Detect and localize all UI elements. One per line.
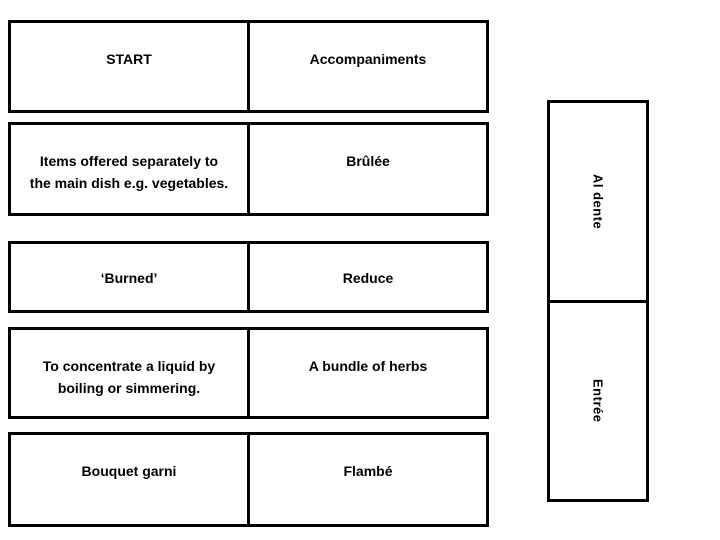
card-accompaniments: Accompaniments	[247, 23, 486, 110]
card-row-4: To concentrate a liquid by boiling or si…	[8, 327, 489, 419]
card-definition-accompaniments: Items offered separately to the main dis…	[29, 153, 229, 191]
side-card-entree-label: Entrée	[590, 379, 606, 423]
card-bouquet-garni: Bouquet garni	[81, 463, 177, 479]
side-card-al-dente: Al dente	[550, 103, 646, 300]
card-bundle-of-herbs: A bundle of herbs	[247, 330, 486, 416]
card-row-3: ‘Burned’ Reduce	[8, 241, 489, 313]
card-brulee: Brûlée	[247, 125, 486, 213]
side-card-al-dente-label: Al dente	[590, 173, 606, 229]
card-row-5: Bouquet garni Flambé	[8, 432, 489, 527]
card-reduce: Reduce	[247, 244, 486, 310]
side-card-entree: Entrée	[550, 299, 646, 500]
side-card-column: Al dente Entrée	[547, 100, 649, 502]
card-row-1: START Accompaniments	[8, 20, 489, 113]
card-start: START	[106, 51, 152, 67]
card-flambe: Flambé	[247, 435, 486, 524]
card-row-2: Items offered separately to the main dis…	[8, 122, 489, 216]
card-definition-burned: ‘Burned’	[100, 270, 158, 286]
card-definition-reduce: To concentrate a liquid by boiling or si…	[42, 358, 216, 396]
